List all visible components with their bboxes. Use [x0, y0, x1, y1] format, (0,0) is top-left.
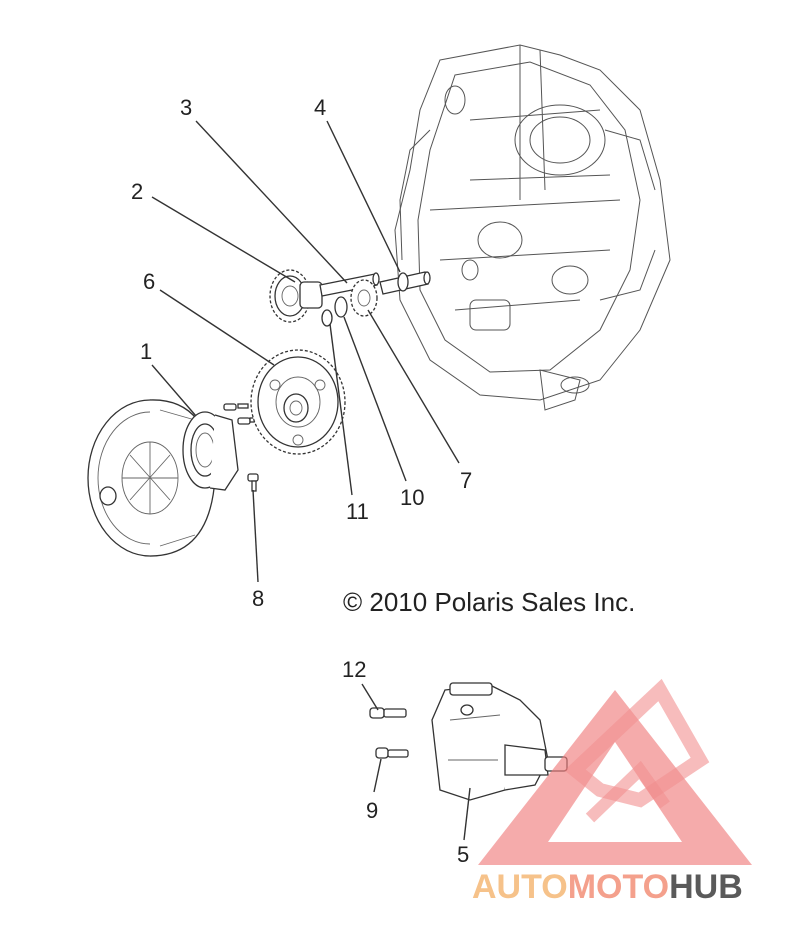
small-gear — [350, 279, 378, 317]
starter-clutch — [182, 411, 239, 491]
watermark-auto: AUTO — [472, 868, 568, 906]
motor-bolts — [369, 707, 409, 759]
callout-2: 2 — [131, 179, 143, 204]
callout-4: 4 — [314, 95, 326, 120]
watermark-hub: HUB — [669, 868, 743, 906]
driven-gear — [250, 349, 346, 455]
callout-12: 12 — [342, 657, 366, 682]
callout-7: 7 — [460, 468, 472, 493]
callout-6: 6 — [143, 269, 155, 294]
idler-gear — [269, 269, 323, 323]
engine-block-drawing — [394, 44, 671, 411]
starter-motor — [431, 682, 568, 801]
logo-triangle-icon — [478, 690, 752, 865]
watermark-logo — [478, 678, 752, 865]
watermark-moto: MOTO — [568, 868, 669, 906]
copyright-notice: © 2010 Polaris Sales Inc. — [343, 587, 635, 617]
washers — [321, 296, 348, 327]
watermark-wordmark: AUTOMOTOHUB — [472, 868, 743, 906]
callout-10: 10 — [400, 485, 424, 510]
callout-11: 11 — [346, 499, 369, 524]
callout-9: 9 — [366, 798, 378, 823]
leader-lines — [151, 120, 471, 841]
callout-1: 1 — [140, 339, 152, 364]
reduction-shaft — [379, 271, 431, 295]
callout-3: 3 — [180, 95, 192, 120]
callout-8: 8 — [252, 586, 264, 611]
callout-labels: 1 2 3 4 5 6 7 8 9 10 11 12 — [131, 95, 472, 867]
callout-5: 5 — [457, 842, 469, 867]
